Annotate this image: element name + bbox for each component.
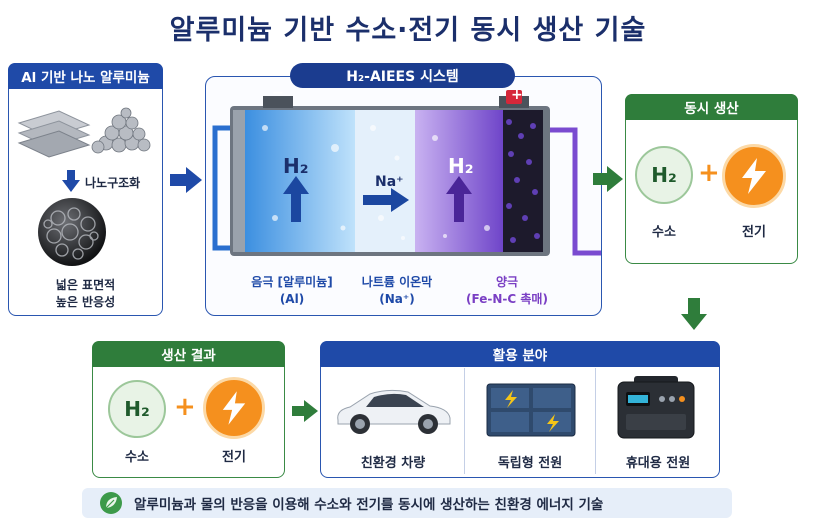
anode-label: 음극 [알루미늄] (Al) — [232, 274, 352, 308]
aluminum-pellets-icon — [91, 107, 151, 154]
cathode-label-line2: (Fe-N-C 촉매) — [466, 292, 548, 306]
arrow-down-green-icon — [681, 298, 707, 330]
cell-illustration — [212, 90, 601, 256]
result-header: 생산 결과 — [92, 341, 285, 367]
ion-label: Na⁺ — [375, 174, 404, 190]
electricity-caption: 전기 — [742, 225, 766, 240]
arrow-right-green-icon — [292, 400, 318, 422]
aluminum-foil-icon — [17, 110, 91, 158]
plus-sign: + — [174, 392, 196, 422]
simultaneous-header: 동시 생산 — [625, 94, 798, 120]
system-title: H₂-AIEES 시스템 — [290, 63, 515, 88]
plus-sign: + — [698, 158, 720, 188]
material-header: Al 기반 나노 알루미늄 — [8, 63, 163, 89]
app-label-eco-vehicle: 친환경 차량 — [360, 456, 426, 471]
membrane-label-line1: 나트륨 이온막 — [361, 275, 433, 289]
arrow-right-icon — [170, 167, 202, 193]
minus-terminal-sign: − — [272, 85, 284, 101]
down-arrow-icon — [62, 170, 80, 192]
plus-terminal-sign: + — [511, 87, 523, 103]
nanostructure-sphere-icon — [38, 198, 106, 266]
cathode-label: 양극 (Fe-N-C 촉매) — [447, 274, 567, 308]
page-title: 알루미늄 기반 수소·전기 동시 생산 기술 — [169, 15, 647, 46]
leaf-icon — [100, 492, 122, 514]
hydrogen-caption: 수소 — [652, 225, 676, 240]
nanostructuring-label: 나노구조화 — [85, 176, 141, 190]
app-label-standalone-power: 독립형 전원 — [497, 456, 563, 471]
anode-label-line1: 음극 [알루미늄] — [251, 275, 333, 289]
membrane-label: 나트륨 이온막 (Na⁺) — [342, 274, 452, 308]
cathode-label-line1: 양극 — [495, 275, 519, 289]
membrane-label-line2: (Na⁺) — [379, 292, 415, 306]
lightning-icon — [722, 144, 786, 208]
battery-storage-icon — [486, 383, 576, 437]
electricity-caption: 전기 — [222, 450, 246, 465]
footer-text: 알루미늄과 물의 반응을 이용해 수소와 전기를 동시에 생산하는 친환경 에너… — [134, 497, 604, 513]
lightning-icon — [203, 377, 265, 439]
anode-label-line2: (Al) — [279, 292, 305, 306]
app-label-portable-power: 휴대용 전원 — [625, 456, 691, 471]
arrow-right-green-icon — [593, 166, 623, 192]
anode-h2-label: H₂ — [283, 154, 309, 178]
eco-car-icon — [337, 389, 451, 434]
applications-divider — [595, 368, 596, 474]
applications-header: 활용 분야 — [320, 341, 720, 367]
benefit-line-1: 넓은 표면적 — [55, 278, 116, 292]
hydrogen-caption: 수소 — [125, 450, 149, 465]
h2-circle-icon: H₂ — [635, 146, 693, 204]
footer-bar: 알루미늄과 물의 반응을 이용해 수소와 전기를 동시에 생산하는 친환경 에너… — [82, 488, 732, 518]
applications-divider — [464, 368, 465, 474]
material-panel: Al 기반 나노 알루미늄 — [8, 63, 163, 316]
cathode-h2-label: H₂ — [448, 154, 474, 178]
h2-circle-icon: H₂ — [108, 380, 166, 438]
benefit-line-2: 높은 반응성 — [55, 295, 116, 309]
portable-power-icon — [617, 376, 695, 439]
